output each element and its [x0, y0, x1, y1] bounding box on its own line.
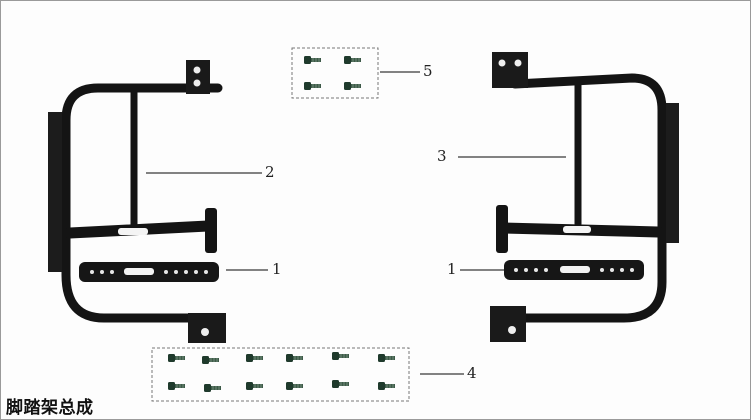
left-footrest-bracket [48, 60, 226, 343]
callout-1-right: 1 [447, 260, 457, 278]
large-bolt-set [151, 347, 410, 402]
left-foot-plate [79, 262, 219, 282]
callout-5: 5 [423, 62, 433, 80]
right-footrest-bracket [490, 52, 679, 342]
right-foot-plate [504, 260, 644, 280]
small-bolt-set [291, 47, 379, 99]
callout-4: 4 [467, 364, 477, 382]
callout-2: 2 [265, 163, 275, 181]
callout-1-left: 1 [272, 260, 282, 278]
assembly-caption: 脚踏架总成 [6, 398, 94, 418]
callout-3: 3 [437, 147, 447, 165]
leader-lines [146, 71, 566, 375]
